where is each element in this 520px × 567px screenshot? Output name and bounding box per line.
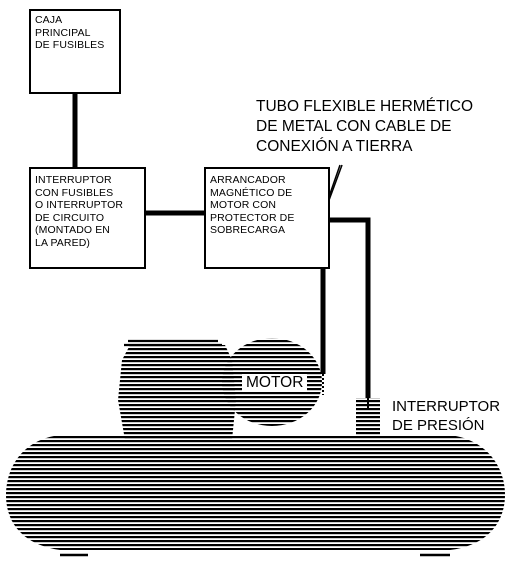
fused-disconnect-label: INTERRUPTOR CON FUSIBLES O INTERRUPTOR D… [35,174,124,249]
pressure-switch [356,398,380,436]
pump-fins [124,339,222,347]
main-fuse-box-label: CAJA PRINCIPAL DE FUSIBLES [35,14,105,51]
pump-head [118,345,236,440]
magnetic-starter-box [204,167,330,269]
fused-disconnect-box [29,167,146,269]
main-fuse-box [29,9,121,94]
wire-starter-to-pressure-switch [329,217,371,398]
pressure-switch-label: INTERRUPTOR DE PRESIÓN [392,398,501,434]
wire-starter-to-motor [315,255,326,374]
compressor-tank [6,435,505,550]
motor-label: MOTOR [242,374,308,392]
conduit-callout: TUBO FLEXIBLE HERMÉTICO DE METAL CON CAB… [256,98,474,155]
magnetic-starter-label: ARRANCADOR MAGNÉTICO DE MOTOR CON PROTEC… [210,174,295,236]
